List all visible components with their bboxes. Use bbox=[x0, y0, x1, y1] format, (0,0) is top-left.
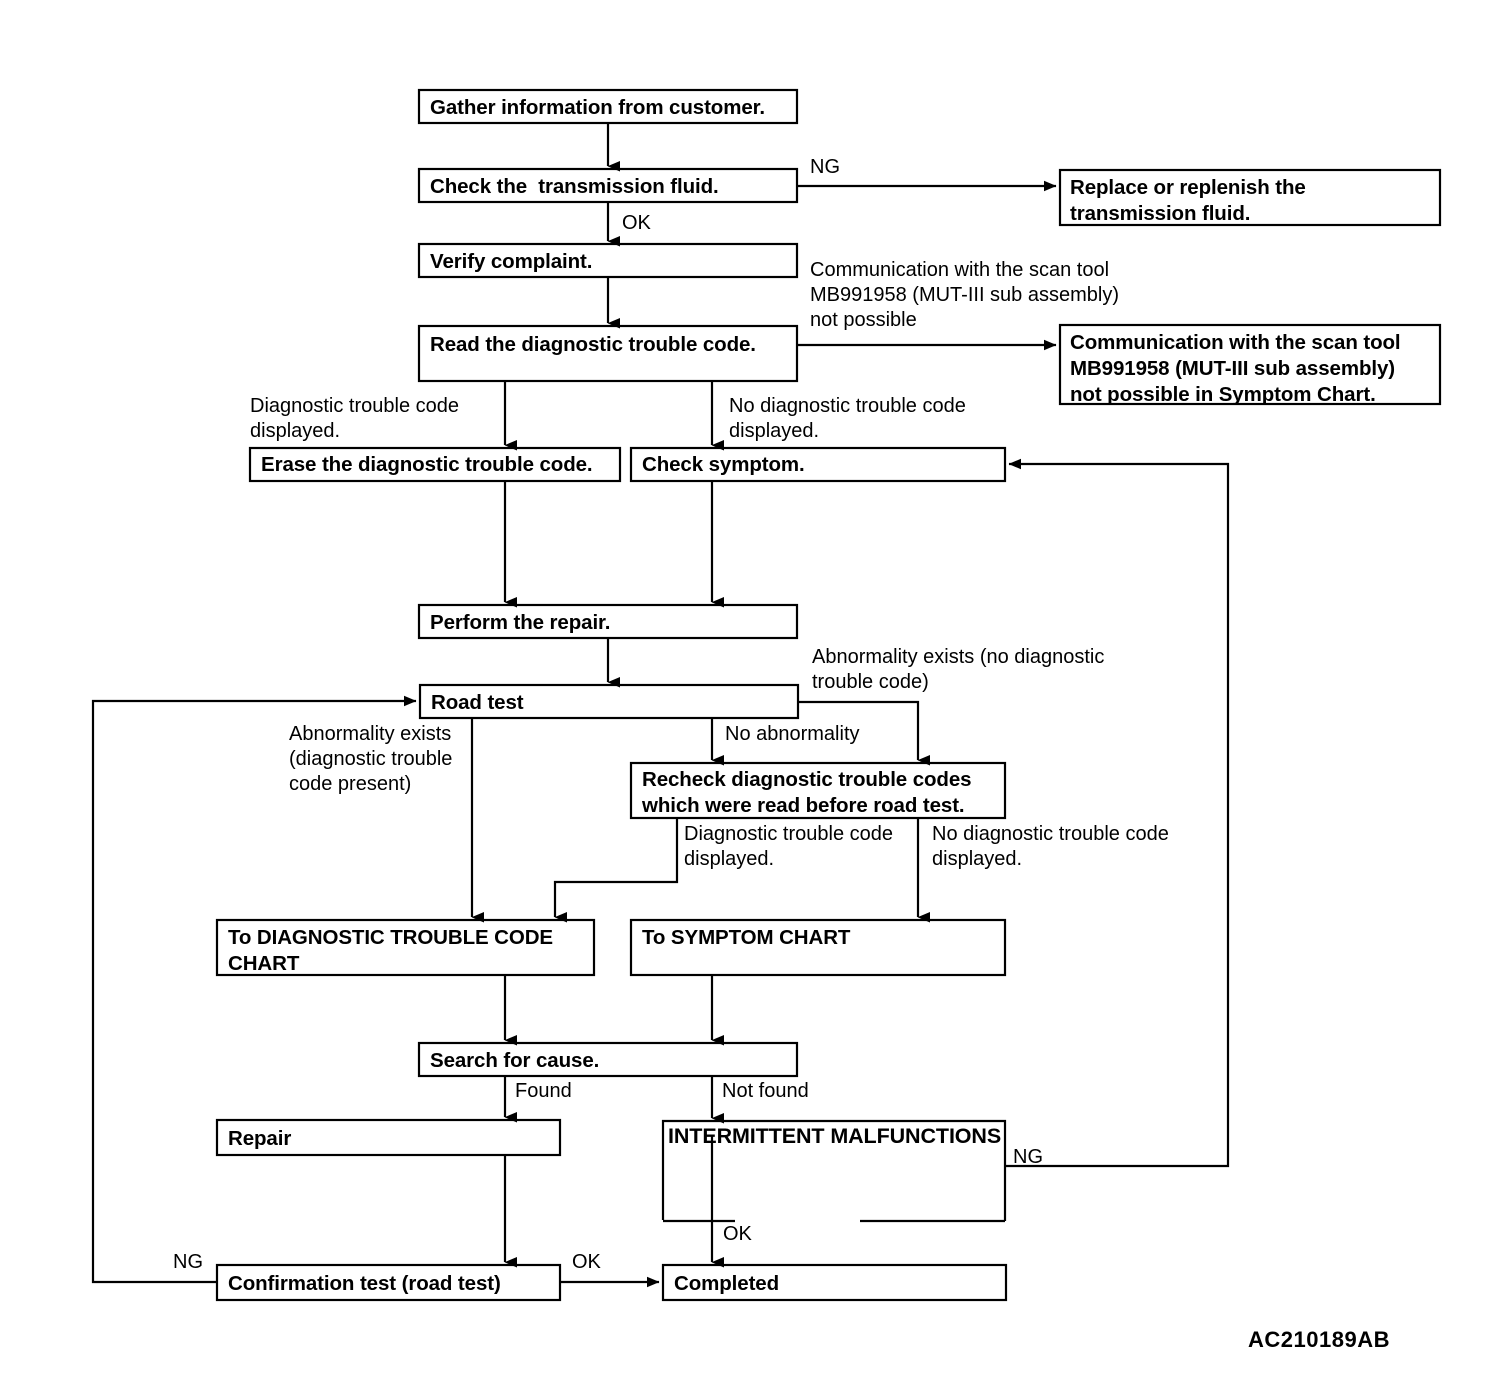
node-label-gather: Gather information from customer. bbox=[430, 96, 766, 119]
edge-label-dtc-displayed-2: Diagnostic trouble code displayed. bbox=[684, 823, 894, 870]
node-label-perform-repair: Perform the repair. bbox=[430, 611, 611, 634]
edge-label-ng-intermittent: NG bbox=[1013, 1146, 1043, 1168]
node-box-road-test[interactable] bbox=[418, 683, 800, 720]
edge-label-ok-confirmation: OK bbox=[572, 1251, 601, 1273]
node-box-read-dtc[interactable] bbox=[417, 324, 799, 383]
node-label-completed: Completed bbox=[674, 1272, 780, 1295]
edge-label-comm-not-possible: Communication with the scan tool MB99195… bbox=[810, 259, 1119, 331]
node-label-confirmation: Confirmation test (road test) bbox=[228, 1272, 501, 1295]
edge-label-ng-confirmation: NG bbox=[173, 1251, 203, 1273]
figure-id-label: AC210189AB bbox=[1248, 1327, 1390, 1352]
node-box-intermittent[interactable] bbox=[661, 1119, 1007, 1223]
edge-label-no-abnormality: No abnormality bbox=[725, 723, 860, 745]
node-label-to-symptom-chart: To SYMPTOM CHART bbox=[642, 926, 851, 949]
edge-intermittent-ng-feedback bbox=[1005, 458, 1230, 1168]
node-box-to-symptom-chart[interactable] bbox=[629, 918, 1007, 977]
edge-label-ok-fluid: OK bbox=[622, 212, 651, 234]
edge-label-ok-intermittent: OK bbox=[723, 1223, 752, 1245]
node-label-erase-dtc: Erase the diagnostic trouble code. bbox=[261, 453, 593, 476]
node-box-to-dtc-chart[interactable] bbox=[215, 918, 596, 977]
node-box-completed[interactable] bbox=[661, 1263, 1008, 1302]
node-box-erase-dtc[interactable] bbox=[248, 446, 622, 483]
node-box-comm-symptom[interactable] bbox=[1058, 323, 1442, 406]
node-label-search-cause: Search for cause. bbox=[430, 1049, 600, 1072]
node-box-check-symptom[interactable] bbox=[629, 446, 1007, 483]
node-label-to-dtc-chart: To DIAGNOSTIC TROUBLE CODE CHART bbox=[228, 926, 554, 975]
edge-recheck-dtc-displayed bbox=[553, 818, 679, 923]
node-label-replace-fluid: Replace or replenish the transmission fl… bbox=[1070, 176, 1306, 225]
edge-label-dtc-displayed-1: Diagnostic trouble code displayed. bbox=[250, 395, 460, 442]
node-label-repair: Repair bbox=[228, 1127, 292, 1150]
node-label-verify: Verify complaint. bbox=[430, 250, 593, 273]
edge-label-abn-dtc-present: Abnormality exists (diagnostic trouble c… bbox=[289, 723, 453, 795]
edge-label-not-found: Not found bbox=[722, 1080, 809, 1102]
node-label-road-test: Road test bbox=[431, 691, 524, 714]
edge-label-no-dtc-displayed-2: No diagnostic trouble code displayed. bbox=[932, 823, 1169, 870]
node-label-check-fluid: Check the transmission fluid. bbox=[430, 175, 719, 198]
node-label-comm-symptom: Communication with the scan tool MB99195… bbox=[1070, 331, 1401, 406]
node-label-check-symptom: Check symptom. bbox=[642, 453, 805, 476]
edge-label-found: Found bbox=[515, 1080, 572, 1102]
edge-label-no-dtc-displayed-1: No diagnostic trouble code displayed. bbox=[729, 395, 966, 442]
edge-confirmation-ng-feedback bbox=[91, 695, 417, 1284]
node-label-intermittent: INTERMITTENT MALFUNCTIONS bbox=[668, 1124, 1002, 1148]
node-box-replace-fluid[interactable] bbox=[1058, 168, 1442, 227]
node-box-repair[interactable] bbox=[215, 1118, 562, 1157]
node-label-read-dtc: Read the diagnostic trouble code. bbox=[430, 333, 756, 356]
node-box-gather[interactable] bbox=[417, 88, 799, 125]
edge-label-ng-fluid: NG bbox=[810, 156, 840, 178]
node-box-search-cause[interactable] bbox=[417, 1041, 799, 1078]
node-box-verify[interactable] bbox=[417, 242, 799, 279]
edge-road-test-abnormality-no-dtc bbox=[798, 700, 930, 766]
edge-label-abn-no-dtc: Abnormality exists (no diagnostic troubl… bbox=[812, 646, 1105, 693]
node-box-recheck-dtc[interactable] bbox=[629, 761, 1007, 820]
node-label-recheck-dtc: Recheck diagnostic trouble codes which w… bbox=[642, 768, 972, 817]
